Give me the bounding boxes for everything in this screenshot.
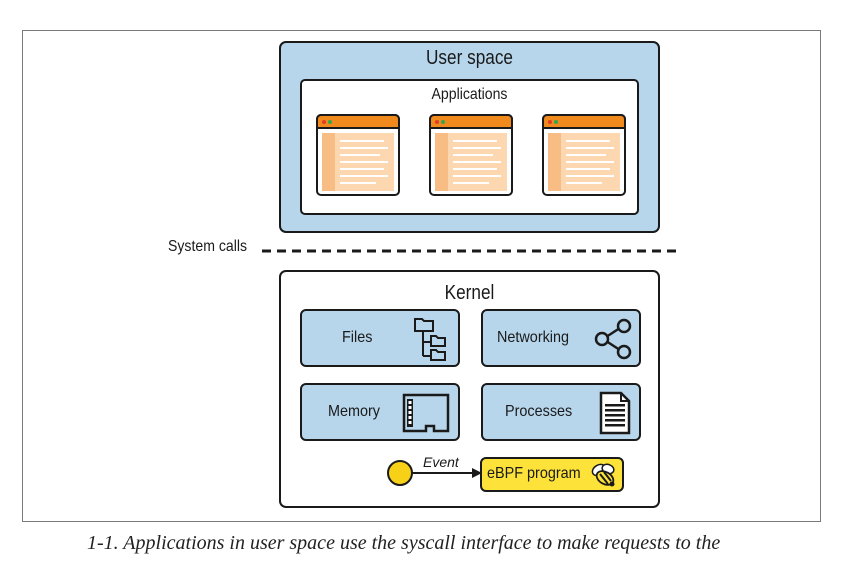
applications-box: Applications	[300, 79, 639, 215]
processes-box: Processes	[481, 383, 641, 441]
file-tree-icon	[414, 318, 446, 361]
memory-box: Memory	[300, 383, 460, 441]
memory-card-icon	[402, 393, 450, 433]
networking-label: Networking	[497, 329, 570, 346]
event-arrow	[387, 460, 482, 486]
memory-label: Memory	[328, 403, 381, 420]
files-label: Files	[342, 329, 373, 346]
system-calls-label: System calls	[168, 238, 248, 255]
document-list-icon	[599, 391, 631, 435]
ebpf-program-label: eBPF program	[487, 465, 581, 482]
user-space-title: User space	[426, 47, 513, 69]
processes-label: Processes	[505, 403, 573, 420]
kernel-box: Kernel Files Networking Memory	[279, 270, 660, 508]
networking-box: Networking	[481, 309, 641, 367]
bee-icon	[591, 463, 615, 487]
applications-title: Applications	[431, 86, 508, 103]
kernel-title: Kernel	[444, 282, 495, 304]
application-window-icon	[542, 114, 626, 196]
files-box: Files	[300, 309, 460, 367]
share-network-icon	[594, 318, 632, 360]
application-window-icon	[316, 114, 400, 196]
figure-caption: 1-1. Applications in user space use the …	[87, 532, 721, 554]
user-space-box: User space Applications	[279, 41, 660, 233]
system-calls-dashed-line	[262, 249, 678, 253]
event-label: Event	[423, 454, 459, 470]
ebpf-program-box: eBPF program	[480, 457, 624, 492]
application-window-icon	[429, 114, 513, 196]
